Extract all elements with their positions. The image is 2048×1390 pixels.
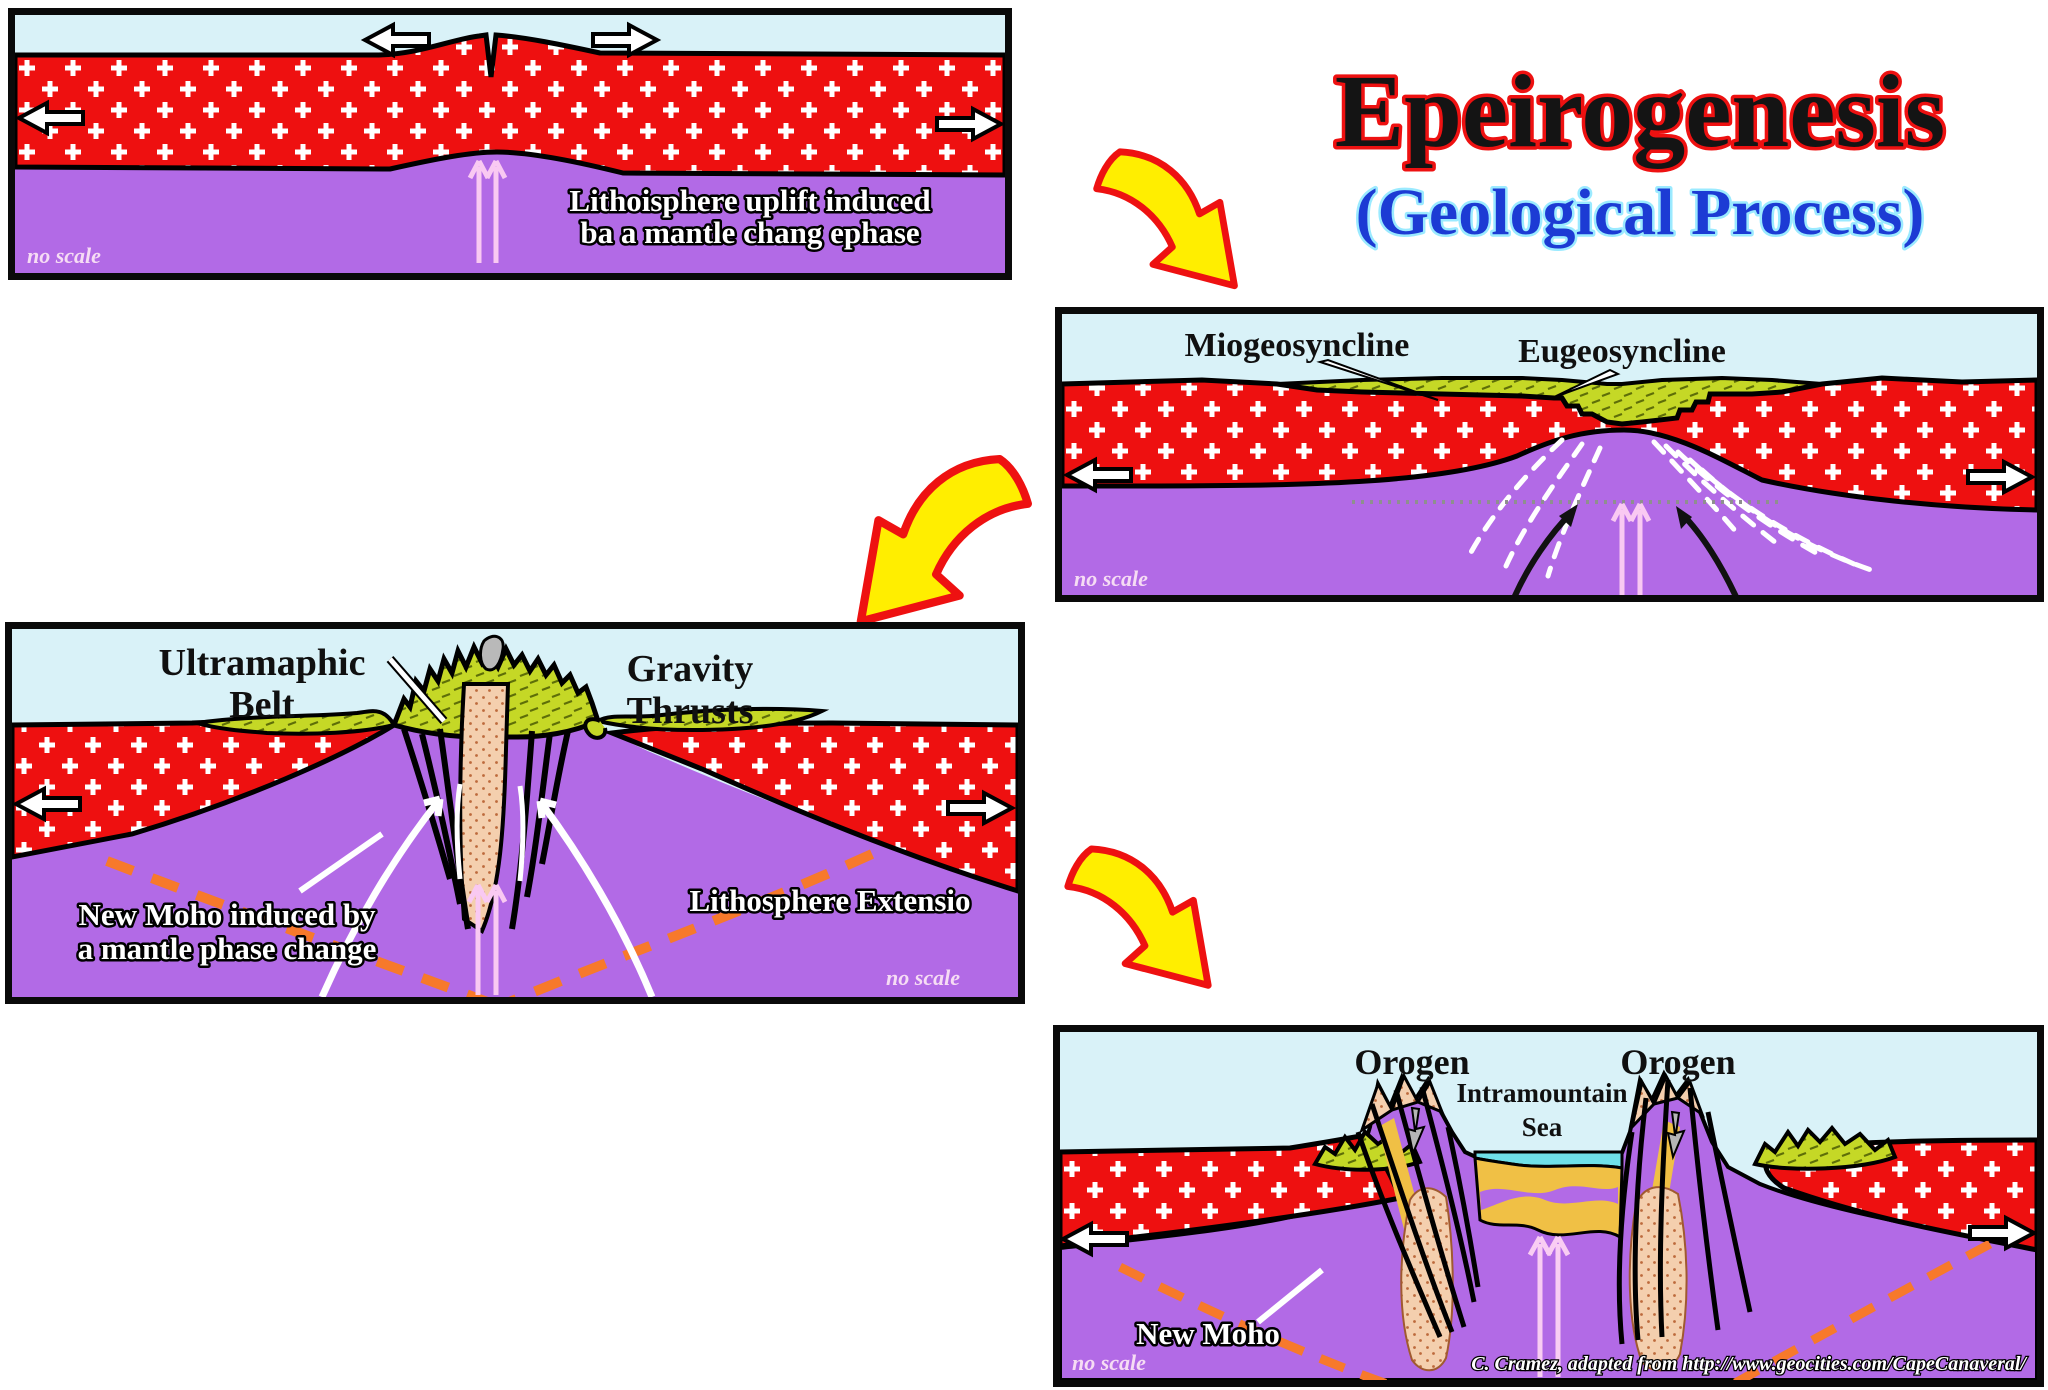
mantle-uplift-arrow-icon <box>466 883 508 995</box>
label-eugeosyncline: Eugeosyncline <box>1518 333 1726 370</box>
panel-stage2-geosynclines: Miogeosyncline Eugeosyncline no scale <box>1055 307 2044 602</box>
mantle-flow-arrow-left-icon <box>1512 504 1578 595</box>
flow-arrow-3 <box>1056 843 1224 995</box>
swoosh-arrow-icon <box>1097 152 1235 286</box>
label-orogen-right: Orogen <box>1620 1042 1735 1082</box>
mantle-uplift-arrow-icon <box>467 159 508 263</box>
label-miogeosyncline: Miogeosyncline <box>1185 327 1410 364</box>
page-title: Epeirogenesis <box>1335 54 1946 169</box>
stage1-caption-line2: ba a mantle chang ephase <box>580 215 919 250</box>
swoosh-arrow-icon <box>1068 849 1208 985</box>
pointer-needle-miogeosyncline <box>1316 358 1439 401</box>
gravity-thrust-curl <box>583 717 608 740</box>
pointer-needle-new-moho <box>1256 1267 1324 1325</box>
panel-stage1-uplift: Lithoisphere uplift induced ba a mantle … <box>8 8 1012 280</box>
lithosphere-layer <box>1062 375 2037 513</box>
panel-stage4-orogens: Orogen Orogen Intramountain Sea New Moho… <box>1053 1025 2044 1387</box>
sediment-mound-right <box>1752 1124 1898 1171</box>
stage4-new-moho-caption: New Moho <box>1136 1316 1280 1351</box>
orogen-pointer-arrows <box>1406 1106 1686 1161</box>
stage3-scale-note: no scale <box>886 965 960 990</box>
panel-stage3-ultramaphic: Ultramaphic Belt Gravity Thrusts New Moh… <box>5 622 1025 1004</box>
thrust-fault-lines <box>1355 1079 1753 1345</box>
label-sea-line2: Sea <box>1522 1112 1563 1142</box>
stage1-scale-note: no scale <box>27 243 101 268</box>
stage4-scale-note: no scale <box>1072 1350 1146 1375</box>
mantle-layer <box>15 152 1005 273</box>
flow-arrow-1 <box>1085 146 1250 298</box>
page-subtitle: (Geological Process) <box>1356 176 1925 249</box>
mantle-uplift-arrow-icon <box>1527 1235 1571 1377</box>
label-sea-line1: Intramountain <box>1456 1078 1627 1108</box>
mantle-layer <box>1062 430 2037 595</box>
new-moho-dashed-lines <box>1117 1240 1993 1380</box>
stage3-new-moho-caption-line2: a mantle phase change <box>78 931 377 966</box>
mantle-uplift-arrow-icon <box>1610 502 1652 595</box>
sediment-flank-right <box>592 706 830 733</box>
lithosphere-layer <box>15 32 1005 178</box>
label-ultramaphic-line1: Ultramaphic <box>159 642 366 684</box>
label-gravity-line1: Gravity <box>627 648 754 690</box>
mantle-intrusion-column <box>458 682 511 934</box>
stage3-new-moho-caption-line1: New Moho induced by <box>78 897 376 932</box>
sea-basin-purple-band <box>1480 1186 1618 1210</box>
label-gravity-line2: Thrusts <box>627 690 754 732</box>
fault-fan-lines <box>1467 437 1880 579</box>
stage2-scale-note: no scale <box>1074 566 1148 591</box>
swoosh-arrow-icon <box>861 459 1028 621</box>
mantle-flow-arrows <box>318 783 656 997</box>
stage1-caption-line1: Lithoisphere uplift induced <box>569 183 930 218</box>
pointer-needle-new-moho <box>298 831 384 894</box>
xenolith-blob <box>479 634 505 672</box>
stage4-credit: C. Cramez, adapted from http://www.geoci… <box>1471 1353 2028 1375</box>
new-moho-dashed-lines <box>105 849 875 997</box>
mantle-flow-arrow-right-icon <box>1676 506 1739 595</box>
pointer-needle-eugeosyncline <box>1551 368 1621 399</box>
flow-arrow-2 <box>842 452 1042 592</box>
stage3-extension-caption: Lithosphere Extensio <box>689 883 970 918</box>
pointer-needle-mountain-core <box>388 657 446 723</box>
label-orogen-left: Orogen <box>1354 1042 1469 1082</box>
title-block: Epeirogenesis (Geological Process) <box>1240 38 2040 258</box>
label-ultramaphic-line2: Belt <box>229 684 295 726</box>
